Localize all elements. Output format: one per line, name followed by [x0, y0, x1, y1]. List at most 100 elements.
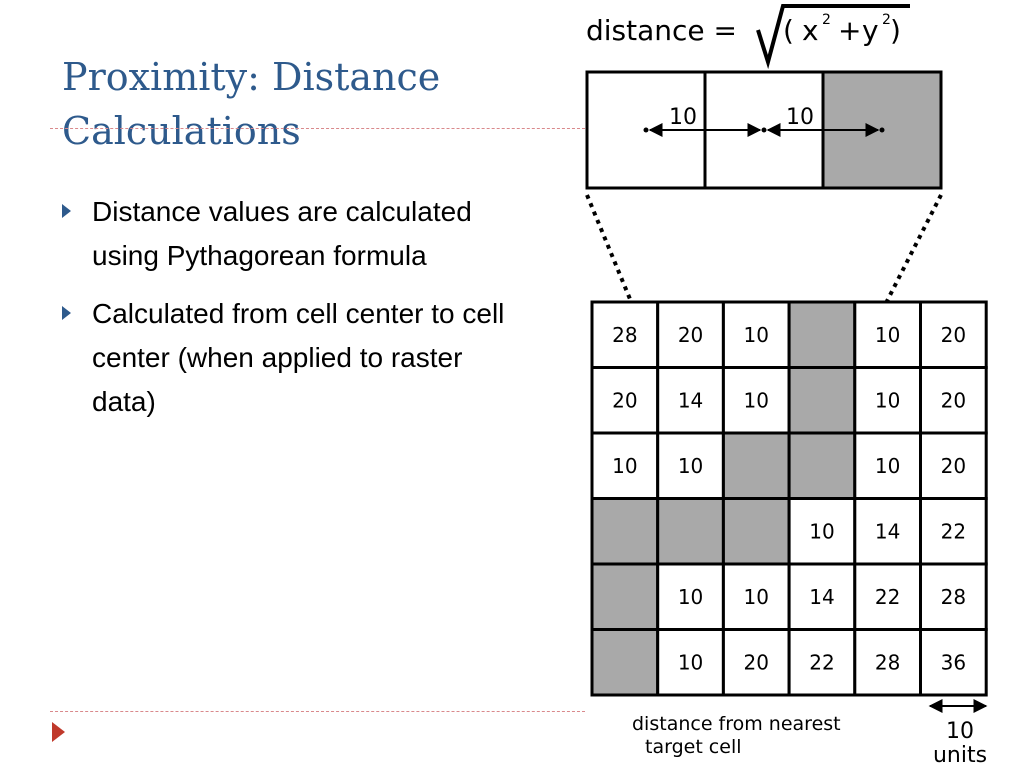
- grid-cell: [919, 497, 988, 566]
- cell-center-dot: [761, 127, 767, 133]
- grid-cell: [721, 628, 791, 697]
- grid-cell: [853, 300, 922, 369]
- target-cell: [787, 431, 857, 500]
- formula-y-exponent: 2: [882, 12, 891, 28]
- bullet-text: Distance values are calculated using Pyt…: [92, 196, 472, 271]
- formula-y: y: [862, 14, 879, 47]
- grid-cell: [656, 562, 725, 631]
- grid-cell: [656, 431, 725, 500]
- formula-prefix: distance =: [586, 14, 737, 47]
- distance-label: 10: [786, 105, 814, 130]
- grid-cell: [853, 562, 922, 631]
- strip-cell: [821, 70, 943, 190]
- target-cell: [590, 562, 660, 631]
- grid-cell-value: 10: [875, 388, 900, 412]
- square-root-icon: [756, 4, 910, 70]
- caption-line-2: target cell: [645, 736, 742, 758]
- formula-plus: +: [838, 14, 861, 47]
- zoom-connector-line: [854, 194, 943, 363]
- bullet-arrow-icon: [62, 204, 71, 218]
- grid-cell: [656, 300, 725, 369]
- grid-cell-value: 10: [744, 585, 769, 609]
- distance-formula: distance = ( x 2 + y 2 ): [586, 4, 910, 70]
- strip-cell: [585, 70, 707, 190]
- formula-close-paren: ): [890, 14, 901, 47]
- grid-cell-value: 10: [744, 388, 769, 412]
- next-slide-arrow-icon[interactable]: [52, 722, 65, 742]
- bullet-item: Distance values are calculated using Pyt…: [62, 190, 532, 278]
- grid-cell-value: 10: [809, 519, 834, 543]
- zoomed-cell-strip: 10 10: [585, 70, 943, 190]
- grid-cell-value: 10: [678, 650, 703, 674]
- formula-open-paren: (: [783, 14, 794, 47]
- bullet-item: Calculated from cell center to cell cent…: [62, 292, 532, 424]
- formula-x: x: [802, 14, 819, 47]
- grid-cell-value: 10: [612, 454, 637, 478]
- target-cell: [721, 497, 791, 566]
- grid-cell: [656, 366, 725, 435]
- grid-cell: [919, 628, 988, 697]
- zoom-connector-line: [585, 194, 658, 363]
- grid-cell-value: 10: [875, 323, 900, 347]
- formula-x-exponent: 2: [822, 12, 831, 28]
- grid-cell: [853, 628, 922, 697]
- grid-cell: [590, 366, 660, 435]
- target-cell: [590, 628, 660, 697]
- grid-cell: [853, 497, 922, 566]
- grid-cell-value: 14: [875, 519, 900, 543]
- grid-cell: [787, 628, 857, 697]
- grid-cell-value: 36: [941, 650, 966, 674]
- distance-label: 10: [669, 105, 697, 130]
- grid-cell-value: 22: [875, 585, 900, 609]
- grid-cell: [919, 366, 988, 435]
- cell-center-dot: [643, 127, 649, 133]
- grid-cell: [853, 431, 922, 500]
- grid-cell-value: 14: [809, 585, 834, 609]
- target-cell: [656, 497, 725, 566]
- slide-title: Proximity: Distance Calculations: [62, 55, 441, 153]
- grid-cell-value: 10: [744, 323, 769, 347]
- grid-cell: [787, 562, 857, 631]
- grid-cell-value: 10: [678, 454, 703, 478]
- grid-cell-value: 28: [612, 323, 637, 347]
- grid-cell-value: 28: [875, 650, 900, 674]
- target-cell: [590, 497, 660, 566]
- grid-cell-value: 20: [744, 650, 769, 674]
- grid-cell-value: 22: [809, 650, 834, 674]
- grid-cell-value: 20: [941, 323, 966, 347]
- grid-cell: [590, 431, 660, 500]
- grid-cell: [787, 497, 857, 566]
- grid-cell-value: 22: [941, 519, 966, 543]
- grid-cell: [721, 300, 791, 369]
- target-cell: [721, 431, 791, 500]
- grid-cell-value: 14: [678, 388, 703, 412]
- grid-cell-value: 28: [941, 585, 966, 609]
- grid-cell-value: 20: [678, 323, 703, 347]
- target-cell: [787, 366, 857, 435]
- distance-grid: 28 20 10 10 20 20 14 10 10 20 10 10 10 20 10 14 22 10 10 14…: [590, 300, 988, 697]
- title-divider: [50, 128, 585, 129]
- strip-cell: [703, 70, 825, 190]
- grid-cell: [656, 628, 725, 697]
- cell-center-dot: [879, 127, 885, 133]
- grid-cell: [919, 300, 988, 369]
- grid-cell-value: 20: [941, 454, 966, 478]
- bullet-text: Calculated from cell center to cell cent…: [92, 298, 505, 417]
- scale-unit: units: [933, 743, 987, 768]
- grid-cell-value: 10: [875, 454, 900, 478]
- caption-line-1: distance from nearest: [632, 713, 841, 735]
- bullet-list: Distance values are calculated using Pyt…: [62, 190, 532, 438]
- scale-value: 10: [946, 719, 974, 744]
- grid-cell-value: 20: [941, 388, 966, 412]
- grid-cell-value: 20: [612, 388, 637, 412]
- footer-divider: [50, 711, 585, 712]
- grid-cell: [590, 300, 660, 369]
- grid-cell: [919, 562, 988, 631]
- grid-cell: [721, 562, 791, 631]
- bullet-arrow-icon: [62, 306, 71, 320]
- grid-cell-value: 10: [678, 585, 703, 609]
- grid-cell: [721, 366, 791, 435]
- grid-cell: [919, 431, 988, 500]
- grid-cell: [853, 366, 922, 435]
- target-cell: [787, 300, 857, 369]
